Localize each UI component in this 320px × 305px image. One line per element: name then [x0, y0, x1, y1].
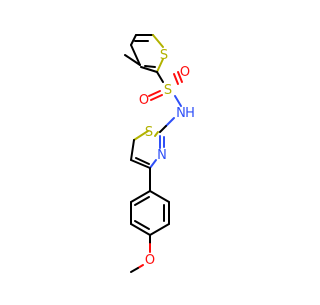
bond [130, 190, 151, 203]
thiazole-ring [130, 130, 165, 169]
sulfonyl-sulfur-label: S [164, 83, 172, 98]
bond [149, 190, 170, 203]
bond [124, 54, 141, 66]
bond [154, 131, 159, 137]
bond [152, 34, 164, 48]
sulfonyl-group [148, 71, 183, 107]
sulfonyl-oxygen-left-label: O [139, 93, 149, 108]
bond [130, 159, 151, 169]
bond [177, 71, 183, 83]
amine-hydrogen-label: H [185, 106, 195, 121]
bond [134, 220, 150, 230]
bond [134, 196, 150, 206]
thiazole-nitrogen-label: N [157, 148, 167, 163]
bond [130, 34, 137, 46]
bond [150, 94, 163, 101]
phenyl-ring [130, 190, 170, 236]
bond [149, 223, 170, 236]
structure-canvas: S S O O N H S N O [124, 34, 195, 273]
bond [130, 223, 151, 236]
bond [130, 267, 139, 273]
bond [173, 73, 179, 85]
thiophene-sulfur-label: S [160, 48, 168, 63]
amine-nitrogen-label: N [176, 106, 186, 121]
bond [149, 159, 157, 169]
sulfonyl-oxygen-right-label: O [180, 65, 190, 80]
bond [156, 58, 164, 73]
bond [148, 90, 161, 97]
bond [159, 125, 167, 133]
bond [130, 139, 135, 161]
bond [140, 66, 158, 73]
bond [135, 157, 150, 165]
bond [165, 117, 175, 127]
bond [130, 44, 141, 66]
thiazole-sulfur-label: S [145, 125, 153, 140]
methoxy-oxygen-label: O [145, 253, 155, 268]
thiophene-ring [124, 34, 164, 73]
bond [144, 65, 156, 68]
bond [133, 130, 149, 141]
methoxy-group [130, 234, 151, 273]
molecule-diagram: S S O O N H S N O [124, 34, 195, 273]
bond [174, 95, 182, 107]
bond [156, 71, 164, 83]
